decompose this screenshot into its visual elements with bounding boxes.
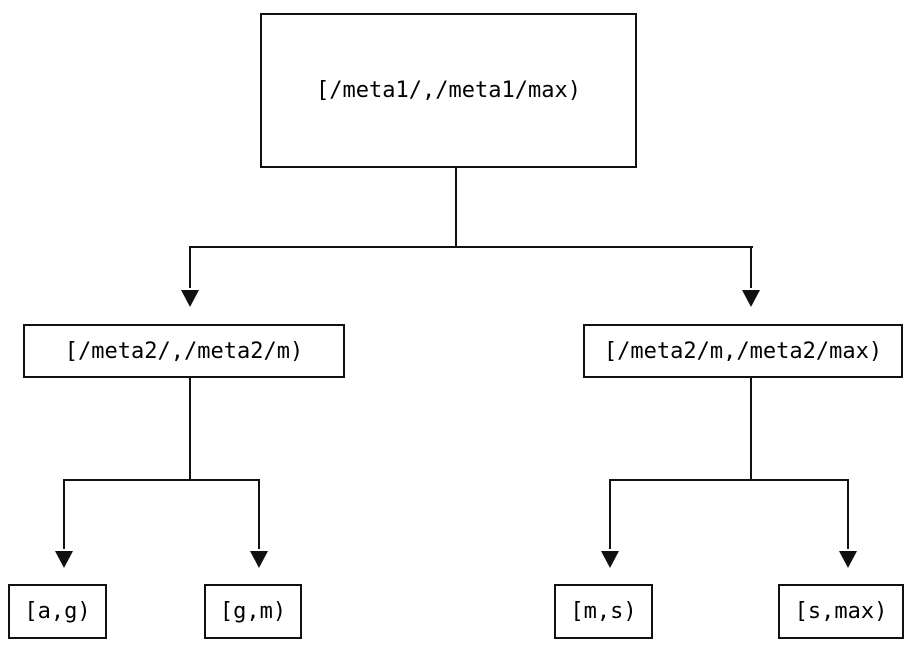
node-leaf-smax-label: [s,max) [794, 599, 888, 624]
arrow-down-icon [55, 551, 73, 568]
node-meta2-left-box: [/meta2/,/meta2/m) [23, 324, 345, 378]
connector-right-crossbar [609, 479, 849, 481]
connector-left-stem [189, 378, 191, 480]
node-meta2-right-label: [/meta2/m,/meta2/max) [603, 338, 883, 364]
arrow-down-icon [839, 551, 857, 568]
connector-left-crossbar [63, 479, 260, 481]
node-meta2-left-label: [/meta2/,/meta2/m) [64, 338, 304, 364]
node-leaf-ag-box: [a,g) [8, 584, 107, 639]
node-leaf-gm-label: [g,m) [219, 599, 287, 624]
node-leaf-smax-box: [s,max) [778, 584, 904, 639]
arrow-down-icon [601, 551, 619, 568]
connector-left-to-gm-drop [258, 479, 260, 549]
connector-right-to-ms-drop [609, 479, 611, 549]
connector-right-stem [750, 378, 752, 480]
node-root-label: [/meta1/,/meta1/max) [316, 78, 581, 103]
node-meta2-right-box: [/meta2/m,/meta2/max) [583, 324, 903, 378]
connector-root-to-left-drop [189, 246, 191, 288]
node-root-box: [/meta1/,/meta1/max) [260, 13, 637, 168]
connector-left-to-ag-drop [63, 479, 65, 549]
connector-right-to-smax-drop [847, 479, 849, 549]
node-leaf-gm-box: [g,m) [204, 584, 302, 639]
connector-root-stem [455, 167, 457, 247]
arrow-down-icon [742, 290, 760, 307]
connector-root-crossbar [189, 246, 753, 248]
node-leaf-ms-label: [m,s) [570, 599, 637, 624]
arrow-down-icon [181, 290, 199, 307]
connector-root-to-right-drop [750, 246, 752, 288]
arrow-down-icon [250, 551, 268, 568]
node-leaf-ag-label: [a,g) [24, 599, 91, 624]
node-leaf-ms-box: [m,s) [554, 584, 653, 639]
